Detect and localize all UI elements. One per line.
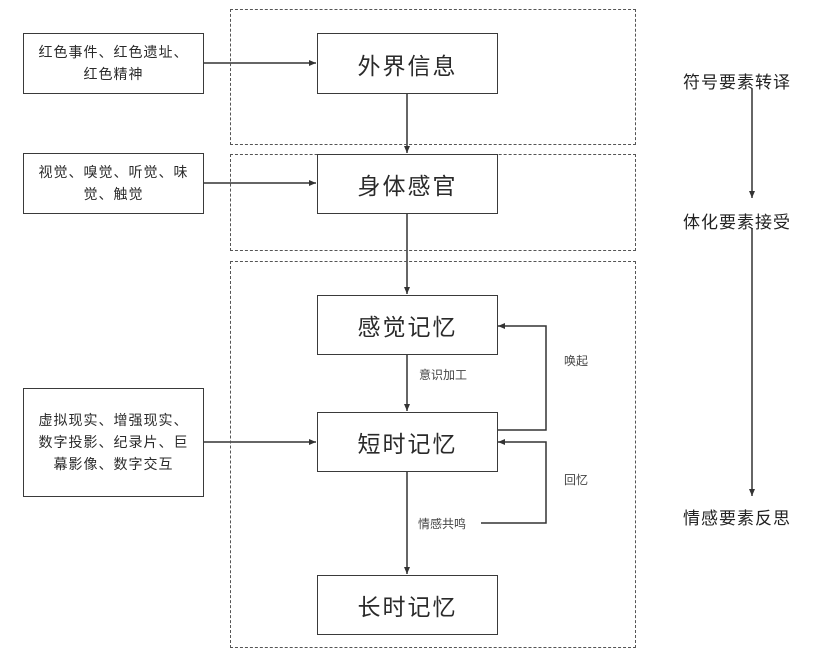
group-memory-stage: [230, 261, 636, 648]
label-emotional-resonance: 情感共鸣: [418, 517, 467, 531]
node-short-term-memory-text: 短时记忆: [357, 432, 458, 458]
node-body-senses-text: 身体感官: [357, 174, 458, 200]
node-long-term-memory: 长时记忆: [317, 575, 498, 635]
node-external-info-text: 外界信息: [357, 53, 458, 80]
source-senses: 视觉、嗅觉、听觉、味觉、触觉: [23, 153, 204, 214]
source-red-culture-text: 红色事件、红色遗址、红色精神: [38, 44, 189, 83]
label-evoke: 唤起: [564, 354, 589, 368]
node-external-info: 外界信息: [317, 33, 498, 94]
node-sensory-memory-text: 感觉记忆: [357, 315, 458, 341]
stage-embodied-acceptance: 体化要素接受: [683, 213, 791, 233]
node-body-senses: 身体感官: [317, 154, 498, 214]
source-red-culture: 红色事件、红色遗址、红色精神: [23, 33, 204, 94]
arrow-recall-loop: [481, 439, 547, 524]
node-long-term-memory-text: 长时记忆: [357, 595, 458, 621]
stage-emotional-reflection: 情感要素反思: [683, 509, 791, 529]
stage-symbol-translation: 符号要素转译: [683, 73, 791, 93]
node-sensory-memory: 感觉记忆: [317, 295, 498, 355]
arrow-evoke-loop: [497, 323, 547, 431]
group-external-stage: [230, 9, 636, 145]
source-media-text: 虚拟现实、增强现实、数字投影、纪录片、巨幕影像、数字交互: [38, 412, 189, 473]
source-media: 虚拟现实、增强现实、数字投影、纪录片、巨幕影像、数字交互: [23, 388, 204, 497]
source-senses-text: 视觉、嗅觉、听觉、味觉、触觉: [38, 164, 189, 203]
node-short-term-memory: 短时记忆: [317, 412, 498, 472]
label-conscious-processing: 意识加工: [419, 368, 468, 382]
label-recall: 回忆: [564, 473, 589, 487]
